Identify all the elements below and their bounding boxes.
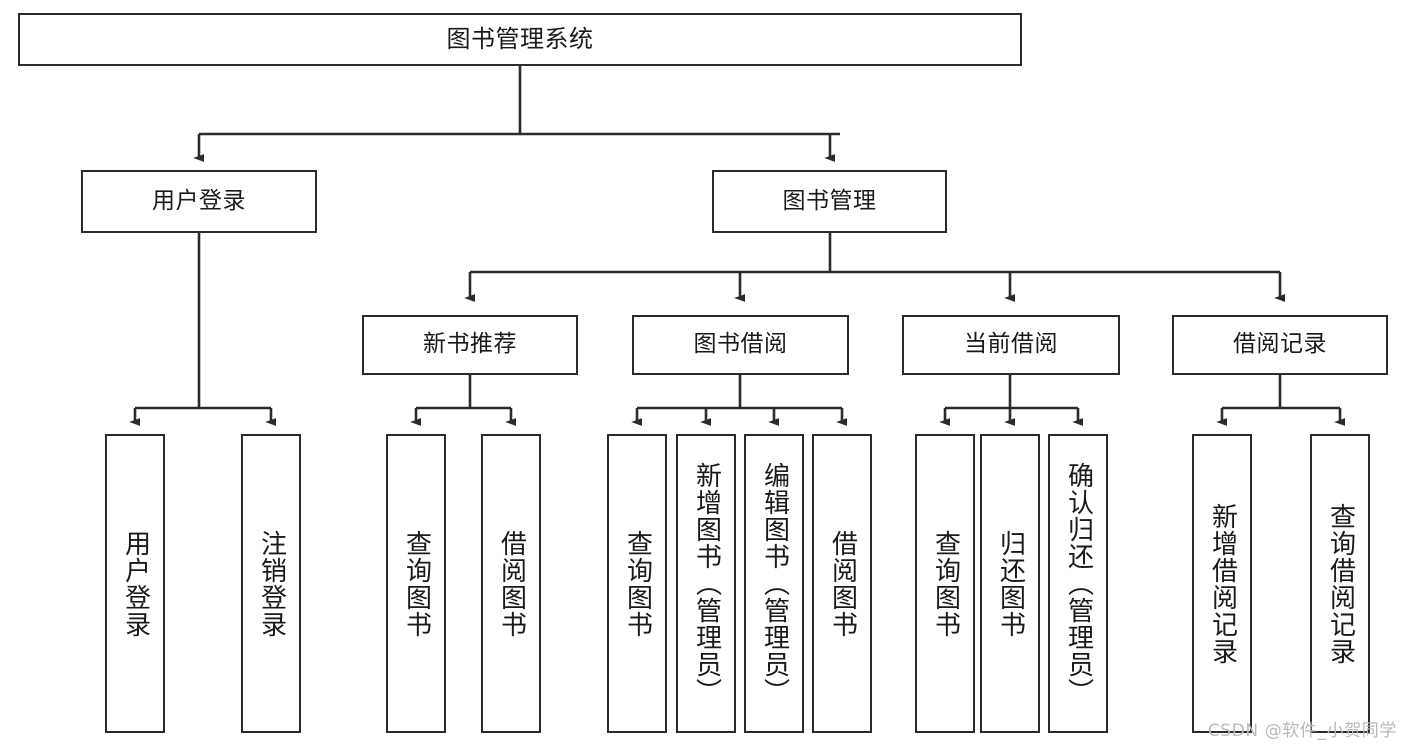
node-label: 新增借阅记录 bbox=[1207, 502, 1238, 665]
node-label: 查询图书 bbox=[930, 529, 961, 638]
node-borrow-record[interactable]: 借阅记录 bbox=[1172, 315, 1388, 375]
node-leaf-query-book-3[interactable]: 查询图书 bbox=[915, 434, 975, 733]
node-label: 注销登录 bbox=[256, 529, 287, 638]
node-label: 查询图书 bbox=[401, 529, 432, 638]
node-label: 确认归还（管理员） bbox=[1063, 462, 1094, 705]
csdn-watermark: CSDN @软件_小贺同学 bbox=[1207, 721, 1397, 741]
node-new-book-recommend[interactable]: 新书推荐 bbox=[362, 315, 578, 375]
node-label: 借阅图书 bbox=[827, 529, 858, 638]
node-current-borrow[interactable]: 当前借阅 bbox=[902, 315, 1120, 375]
node-user-login[interactable]: 用户登录 bbox=[81, 170, 317, 233]
node-leaf-query-book-2[interactable]: 查询图书 bbox=[607, 434, 667, 733]
node-label: 用户登录 bbox=[120, 529, 151, 638]
node-leaf-add-book[interactable]: 新增图书（管理员） bbox=[676, 434, 736, 733]
node-label: 新增图书（管理员） bbox=[691, 462, 722, 705]
node-leaf-borrow-book-1[interactable]: 借阅图书 bbox=[481, 434, 541, 733]
node-leaf-confirm-return[interactable]: 确认归还（管理员） bbox=[1048, 434, 1108, 733]
node-label: 当前借阅 bbox=[964, 331, 1058, 358]
node-leaf-add-record[interactable]: 新增借阅记录 bbox=[1192, 434, 1252, 733]
node-book-manage[interactable]: 图书管理 bbox=[712, 170, 947, 233]
node-label: 图书借阅 bbox=[693, 331, 788, 358]
node-leaf-logout-login[interactable]: 注销登录 bbox=[241, 434, 301, 733]
node-label: 查询借阅记录 bbox=[1325, 502, 1356, 665]
node-label: 编辑图书（管理员） bbox=[759, 462, 790, 705]
node-leaf-edit-book[interactable]: 编辑图书（管理员） bbox=[744, 434, 804, 733]
node-label: 归还图书 bbox=[995, 529, 1026, 638]
node-leaf-query-book-1[interactable]: 查询图书 bbox=[386, 434, 446, 733]
node-label: 新书推荐 bbox=[423, 331, 517, 358]
node-leaf-query-record[interactable]: 查询借阅记录 bbox=[1310, 434, 1370, 733]
node-label: 查询图书 bbox=[622, 529, 653, 638]
node-leaf-borrow-book-2[interactable]: 借阅图书 bbox=[812, 434, 872, 733]
node-label: 借阅记录 bbox=[1233, 331, 1327, 358]
node-leaf-user-login[interactable]: 用户登录 bbox=[105, 434, 165, 733]
node-label: 用户登录 bbox=[152, 187, 246, 214]
node-leaf-return-book[interactable]: 归还图书 bbox=[980, 434, 1040, 733]
node-label: 图书管理系统 bbox=[446, 25, 594, 54]
node-label: 图书管理 bbox=[782, 187, 877, 214]
node-book-borrow[interactable]: 图书借阅 bbox=[632, 315, 849, 375]
node-root-system[interactable]: 图书管理系统 bbox=[18, 13, 1022, 66]
node-label: 借阅图书 bbox=[496, 529, 527, 638]
